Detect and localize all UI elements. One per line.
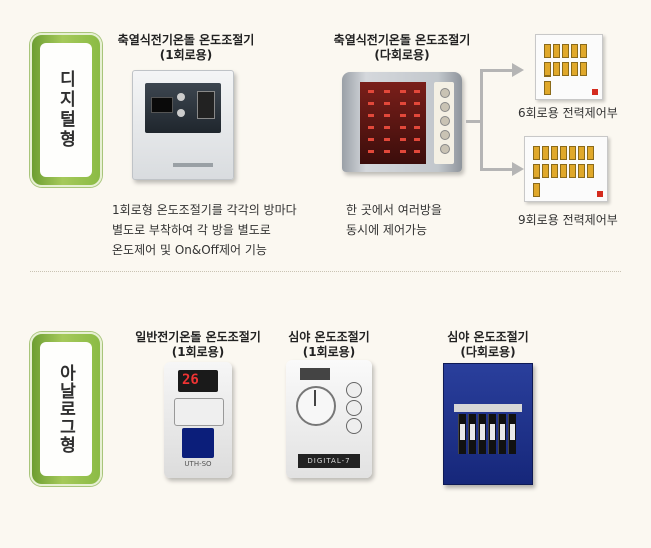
device-plate: DIGITAL-7 xyxy=(298,454,360,468)
digital-multi-title-line2: (다회로용) xyxy=(374,48,430,62)
tab-analog-label: 아날로그형 xyxy=(55,364,76,454)
analog-night-single-title: 심야 온도조절기 (1회로용) xyxy=(264,330,394,360)
analog-general-title-line1: 일반전기온돌 온도조절기 xyxy=(135,330,261,344)
label-strip xyxy=(454,404,522,412)
temperature-dial xyxy=(296,386,336,426)
display-value: 26 xyxy=(182,372,199,388)
thermostat-brand-mark xyxy=(173,163,213,167)
section-divider xyxy=(30,271,621,272)
desc-line: 한 곳에서 여러방을 xyxy=(346,203,442,217)
breaker-row xyxy=(544,43,594,77)
controller-button-column xyxy=(434,82,454,164)
thermostat-panel xyxy=(145,83,221,133)
analog-night-multi-title-line1: 심야 온도조절기 xyxy=(447,330,529,344)
tab-digital: 디지털형 xyxy=(30,33,102,187)
desc-line: 별도로 부착하여 각 방을 별도로 xyxy=(112,223,271,237)
thermostat-switch xyxy=(197,91,215,119)
tab-analog-inner: 아날로그형 xyxy=(40,342,92,476)
digital-single-thermostat-image xyxy=(132,70,234,180)
panel9-image xyxy=(524,136,608,202)
breaker-row xyxy=(544,61,594,95)
device-model-label: UTH-SO xyxy=(184,460,212,468)
digital-multi-title-line1: 축열식전기온돌 온도조절기 xyxy=(333,33,471,47)
analog-night-multi-title-line2: (다회로용) xyxy=(460,345,516,359)
panel9-label: 9회로용 전력제어부 xyxy=(518,213,618,227)
panel-indicator xyxy=(592,89,598,95)
arrow-to-panel9 xyxy=(480,168,514,171)
panel6-image xyxy=(535,34,603,100)
analog-night-single-title-line1: 심야 온도조절기 xyxy=(288,330,370,344)
controller-led-face xyxy=(360,82,426,164)
tab-digital-label: 디지털형 xyxy=(55,70,76,150)
thermostat-knob xyxy=(177,109,185,117)
digital-multi-title: 축열식전기온돌 온도조절기 (다회로용) xyxy=(332,33,472,63)
arrow-head-icon xyxy=(512,63,524,77)
breaker-row xyxy=(533,145,599,179)
control-button xyxy=(346,418,362,434)
digital-single-title: 축열식전기온돌 온도조절기 (1회로용) xyxy=(116,33,256,63)
control-button xyxy=(346,400,362,416)
analog-night-single-thermostat-image: DIGITAL-7 xyxy=(286,360,372,478)
tab-analog: 아날로그형 xyxy=(30,332,102,486)
analog-general-title: 일반전기온돌 온도조절기 (1회로용) xyxy=(128,330,268,360)
arrow-vertical xyxy=(480,70,483,170)
control-button xyxy=(346,382,362,398)
circuit-switch xyxy=(478,414,486,454)
thermostat-display xyxy=(151,97,173,113)
status-window xyxy=(300,368,330,380)
circuit-switch xyxy=(488,414,496,454)
arrow-head-icon xyxy=(512,162,524,176)
thermostat-display: 26 xyxy=(178,370,218,392)
circuit-switch xyxy=(458,414,466,454)
control-panel xyxy=(182,428,214,458)
digital-single-desc: 1회로형 온도조절기를 각각의 방마다 별도로 부착하여 각 방을 별도로 온도… xyxy=(112,200,297,260)
circuit-switch xyxy=(498,414,506,454)
breaker-row xyxy=(533,163,599,197)
desc-line: 1회로형 온도조절기를 각각의 방마다 xyxy=(112,203,297,217)
panel6-label: 6회로용 전력제어부 xyxy=(518,106,618,120)
circuit-switch xyxy=(468,414,476,454)
digital-single-title-line2: (1회로용) xyxy=(159,48,213,62)
analog-night-multi-title: 심야 온도조절기 (다회로용) xyxy=(418,330,558,360)
digital-multi-controller-image xyxy=(342,72,462,172)
desc-line: 동시에 제어가능 xyxy=(346,223,428,237)
analog-general-title-line2: (1회로용) xyxy=(171,345,225,359)
digital-multi-desc: 한 곳에서 여러방을 동시에 제어가능 xyxy=(346,200,442,240)
digital-single-title-line1: 축열식전기온돌 온도조절기 xyxy=(117,33,255,47)
power-outlet xyxy=(174,398,224,426)
arrow-to-panel6 xyxy=(480,69,514,72)
thermostat-knob xyxy=(177,93,185,101)
tab-digital-inner: 디지털형 xyxy=(40,43,92,177)
panel-indicator xyxy=(597,191,603,197)
circuit-switch xyxy=(508,414,516,454)
analog-night-multi-controller-image xyxy=(443,363,533,485)
analog-night-single-title-line2: (1회로용) xyxy=(302,345,356,359)
arrow-trunk xyxy=(466,120,482,123)
desc-line: 온도제어 및 On&Off제어 기능 xyxy=(112,243,267,257)
analog-general-thermostat-image: 26 UTH-SO xyxy=(164,362,232,478)
